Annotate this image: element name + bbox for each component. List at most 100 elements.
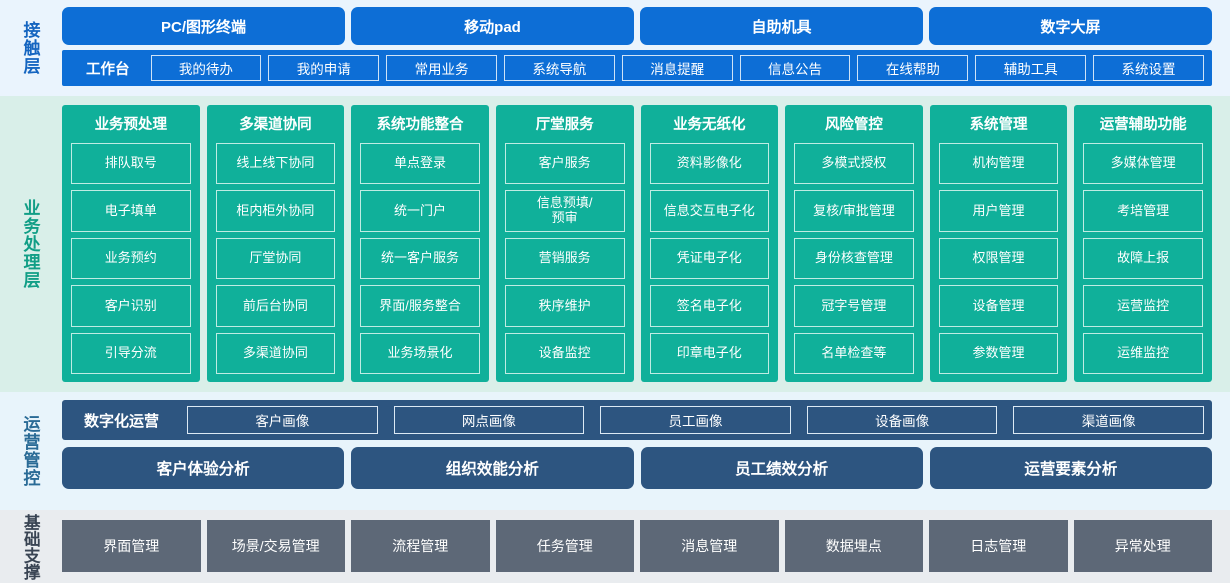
business-item[interactable]: 身份核查管理 xyxy=(794,237,914,280)
digital-operations-bar: 数字化运营 客户画像 网点画像 员工画像 设备画像 渠道画像 xyxy=(62,400,1212,440)
business-item[interactable]: 引导分流 xyxy=(71,332,191,375)
analysis-customer-experience[interactable]: 客户体验分析 xyxy=(62,447,345,489)
business-column-grid: 业务预处理 排队取号 电子填单 业务预约 客户识别 引导分流 多渠道协同 线上线… xyxy=(62,105,1212,382)
func-chip-announcement[interactable]: 信息公告 xyxy=(739,55,851,81)
business-column-title: 系统功能整合 xyxy=(376,117,464,133)
business-item[interactable]: 资料影像化 xyxy=(649,143,770,185)
business-column-paperless: 业务无纸化 资料影像化 信息交互电子化 凭证电子化 签名电子化 印章电子化 xyxy=(640,105,779,382)
analysis-employee-performance[interactable]: 员工绩效分析 xyxy=(640,447,923,489)
portrait-chip-branch[interactable]: 网点画像 xyxy=(393,406,585,434)
business-item[interactable]: 印章电子化 xyxy=(649,332,770,375)
portrait-chip-employee[interactable]: 员工画像 xyxy=(600,406,791,434)
business-item[interactable]: 参数管理 xyxy=(938,332,1059,375)
foundation-chip-exception-handling[interactable]: 异常处理 xyxy=(1073,520,1212,572)
analysis-organization-efficiency[interactable]: 组织效能分析 xyxy=(351,447,634,489)
foundation-chip-log-management[interactable]: 日志管理 xyxy=(929,520,1068,572)
business-item[interactable]: 信息交互电子化 xyxy=(649,190,770,232)
business-item[interactable]: 单点登录 xyxy=(360,143,480,185)
channel-chip-self-service[interactable]: 自助机具 xyxy=(640,7,923,45)
business-column-lobby-service: 厅堂服务 客户服务 信息预填/ 预审 营销服务 秩序维护 设备监控 xyxy=(495,105,634,382)
func-chip-my-todo[interactable]: 我的待办 xyxy=(150,55,262,81)
layer-foundation: 基础支撑 界面管理 场景/交易管理 流程管理 任务管理 消息管理 数据埋点 日志… xyxy=(0,510,1230,583)
func-chip-system-nav[interactable]: 系统导航 xyxy=(503,55,615,81)
func-chip-aux-tools[interactable]: 辅助工具 xyxy=(975,55,1087,81)
layer-foundation-label: 基础支撑 xyxy=(21,513,40,580)
business-item[interactable]: 多渠道协同 xyxy=(215,332,336,375)
business-item[interactable]: 名单检查等 xyxy=(794,332,914,375)
business-column-system-management: 系统管理 机构管理 用户管理 权限管理 设备管理 参数管理 xyxy=(929,105,1068,382)
business-item[interactable]: 营销服务 xyxy=(504,237,625,280)
digital-operations-title: 数字化运营 xyxy=(84,412,160,430)
layer-operations: 运营管控 数字化运营 客户画像 网点画像 员工画像 设备画像 渠道画像 客户体验… xyxy=(0,392,1230,510)
portrait-chip-channel[interactable]: 渠道画像 xyxy=(1013,406,1204,434)
business-item[interactable]: 电子填单 xyxy=(71,190,191,232)
layer-contact: 接触层 PC/图形终端 移动pad 自助机具 数字大屏 工作台 我的待办 我的申… xyxy=(0,0,1230,96)
business-column-title: 运营辅助功能 xyxy=(1099,117,1187,133)
analysis-operation-elements[interactable]: 运营要素分析 xyxy=(929,447,1212,489)
layer-business-label: 业务处理层 xyxy=(20,199,40,289)
business-item[interactable]: 复核/审批管理 xyxy=(794,190,914,232)
business-column-title: 多渠道协同 xyxy=(239,117,312,133)
business-item[interactable]: 秩序维护 xyxy=(504,285,625,327)
portrait-chip-device[interactable]: 设备画像 xyxy=(806,406,998,434)
foundation-chip-data-tracking[interactable]: 数据埋点 xyxy=(784,520,923,572)
channel-chip-pc[interactable]: PC/图形终端 xyxy=(62,7,345,45)
foundation-chip-process-management[interactable]: 流程管理 xyxy=(351,520,490,572)
func-chip-message-alert[interactable]: 消息提醒 xyxy=(621,55,733,81)
business-column-preprocessing: 业务预处理 排队取号 电子填单 业务预约 客户识别 引导分流 xyxy=(62,105,200,382)
business-item[interactable]: 统一客户服务 xyxy=(360,237,480,280)
foundation-chip-message-management[interactable]: 消息管理 xyxy=(640,520,779,572)
business-item[interactable]: 运营监控 xyxy=(1083,285,1203,327)
business-column-multichannel: 多渠道协同 线上线下协同 柜内柜外协同 厅堂协同 前后台协同 多渠道协同 xyxy=(206,105,345,382)
foundation-chip-ui-management[interactable]: 界面管理 xyxy=(62,520,201,572)
layer-business: 业务处理层 业务预处理 排队取号 电子填单 业务预约 客户识别 引导分流 多渠道… xyxy=(0,96,1230,392)
func-chip-my-application[interactable]: 我的申请 xyxy=(268,55,380,81)
business-item[interactable]: 机构管理 xyxy=(938,143,1059,185)
business-item[interactable]: 客户识别 xyxy=(71,285,191,327)
business-item[interactable]: 设备管理 xyxy=(938,285,1059,327)
business-item[interactable]: 柜内柜外协同 xyxy=(215,190,336,232)
func-chip-common-business[interactable]: 常用业务 xyxy=(386,55,497,81)
layer-contact-label: 接触层 xyxy=(20,21,40,75)
business-item[interactable]: 厅堂协同 xyxy=(215,237,336,280)
foundation-chip-task-management[interactable]: 任务管理 xyxy=(495,520,634,572)
func-chip-online-help[interactable]: 在线帮助 xyxy=(857,55,969,81)
business-item[interactable]: 权限管理 xyxy=(938,237,1059,280)
business-item[interactable]: 用户管理 xyxy=(938,190,1059,232)
business-item[interactable]: 排队取号 xyxy=(71,143,191,185)
business-item[interactable]: 多模式授权 xyxy=(794,143,914,185)
business-column-risk-control: 风险管控 多模式授权 复核/审批管理 身份核查管理 冠字号管理 名单检查等 xyxy=(785,105,923,382)
foundation-row: 界面管理 场景/交易管理 流程管理 任务管理 消息管理 数据埋点 日志管理 异常… xyxy=(62,520,1212,572)
business-item[interactable]: 业务场景化 xyxy=(360,332,480,375)
business-item[interactable]: 多媒体管理 xyxy=(1083,143,1203,185)
channel-chip-mobile-pad[interactable]: 移动pad xyxy=(351,7,634,45)
business-item[interactable]: 凭证电子化 xyxy=(649,237,770,280)
business-item[interactable]: 客户服务 xyxy=(504,143,625,185)
business-column-system-integration: 系统功能整合 单点登录 统一门户 统一客户服务 界面/服务整合 业务场景化 xyxy=(351,105,489,382)
business-item[interactable]: 界面/服务整合 xyxy=(360,285,480,327)
business-item[interactable]: 信息预填/ 预审 xyxy=(504,190,625,232)
business-column-title: 系统管理 xyxy=(969,117,1028,133)
business-item[interactable]: 线上线下协同 xyxy=(215,143,336,185)
layer-operations-label: 运营管控 xyxy=(20,415,40,487)
business-item[interactable]: 前后台协同 xyxy=(215,285,336,327)
business-item[interactable]: 设备监控 xyxy=(504,332,625,375)
business-item[interactable]: 统一门户 xyxy=(360,190,480,232)
business-column-title: 风险管控 xyxy=(824,117,883,133)
business-item[interactable]: 签名电子化 xyxy=(649,285,770,327)
portrait-chip-customer[interactable]: 客户画像 xyxy=(187,406,378,434)
business-item[interactable]: 业务预约 xyxy=(71,237,191,280)
func-chip-system-settings[interactable]: 系统设置 xyxy=(1093,55,1204,81)
business-column-title: 厅堂服务 xyxy=(535,117,594,133)
business-item[interactable]: 故障上报 xyxy=(1083,237,1203,280)
business-item[interactable]: 冠字号管理 xyxy=(794,285,914,327)
channel-chip-digital-screen[interactable]: 数字大屏 xyxy=(929,7,1212,45)
foundation-chip-scenario-transaction[interactable]: 场景/交易管理 xyxy=(206,520,345,572)
business-item[interactable]: 运维监控 xyxy=(1083,332,1203,375)
business-column-title: 业务无纸化 xyxy=(673,117,746,133)
business-item[interactable]: 考培管理 xyxy=(1083,190,1203,232)
business-column-title: 业务预处理 xyxy=(94,117,168,133)
business-column-operation-support: 运营辅助功能 多媒体管理 考培管理 故障上报 运营监控 运维监控 xyxy=(1074,105,1212,382)
layer-foundation-body: 界面管理 场景/交易管理 流程管理 任务管理 消息管理 数据埋点 日志管理 异常… xyxy=(60,510,1230,583)
